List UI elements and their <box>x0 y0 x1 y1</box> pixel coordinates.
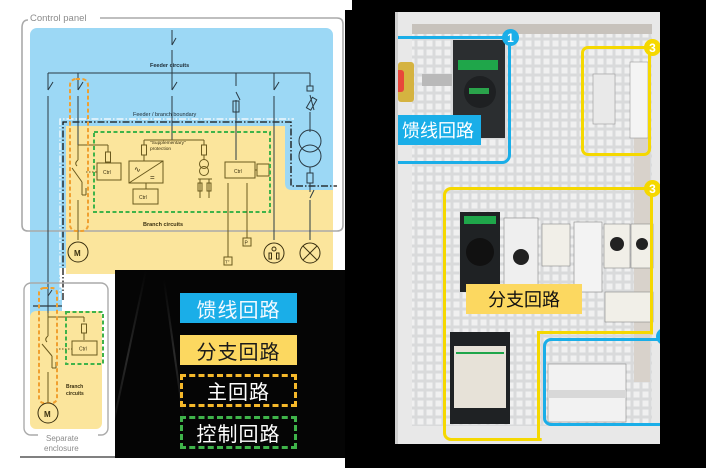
large-contactor-face <box>454 346 506 408</box>
callout-branch-step-vertical <box>537 331 540 441</box>
temperature-label: T° <box>225 260 230 265</box>
motor-breaker-knob <box>636 238 648 250</box>
handle-shaft <box>422 74 452 86</box>
temperature-sensor <box>223 256 233 266</box>
ctrl-box <box>71 340 98 356</box>
badge-number: 3 <box>649 40 656 55</box>
separate-branch-wiring <box>41 313 87 403</box>
circuit-schematic: Control panel Feeder circuits Feeder / b… <box>20 13 344 458</box>
motor-protector-knob <box>513 249 529 265</box>
callout-badge-2: 2 <box>656 328 660 345</box>
cabinet-drawing <box>398 12 660 444</box>
cabinet-photo: 1 馈线回路 3 3 分支回路 2 <box>352 0 706 468</box>
motor-label: M <box>74 249 81 258</box>
callout-branch-text: 分支回路 <box>488 290 560 311</box>
receptacle-symbol <box>263 242 285 264</box>
badge-number: 3 <box>649 181 656 196</box>
motor-symbol <box>37 402 59 424</box>
ctrl-label: Ctrl <box>103 170 111 176</box>
callout-branch-step <box>537 331 653 334</box>
motor-breaker-knob <box>610 237 624 251</box>
separate-enclosure-label: Separate <box>46 434 79 443</box>
legend-main-circuit: 主回路 <box>180 374 297 407</box>
top-cover <box>412 24 652 34</box>
vfd-dc-symbol: = <box>150 173 155 182</box>
vfd-ac-symbol: ∿ <box>134 165 141 174</box>
feeder-wiring <box>47 30 322 310</box>
callout-feeder-label: 馈线回路 <box>398 115 481 145</box>
mcb-rail <box>548 390 626 398</box>
motor-switch-terminals <box>464 216 496 224</box>
callout-badge-3-top: 3 <box>644 39 660 56</box>
separate-branch-label: Branch <box>66 384 83 390</box>
large-contactor-stripe <box>456 352 504 354</box>
separate-enclosure-label: enclosure <box>44 444 79 453</box>
pressure-label: P <box>245 241 249 247</box>
feeder-branch-boundary-white <box>59 118 294 300</box>
ctrl-box <box>224 161 256 179</box>
aux-box <box>256 163 270 177</box>
branch-circuits-label: Branch circuits <box>143 222 183 228</box>
feeder-circuits-label: Feeder circuits <box>150 63 189 69</box>
motor-switch-knob <box>466 238 494 266</box>
control-circuit-outline <box>93 131 271 213</box>
legend-branch: 分支回路 <box>180 335 297 365</box>
legend-control-circuit: 控制回路 <box>180 416 297 449</box>
breaker-2p <box>592 73 616 125</box>
legend-control-circuit-label: 控制回路 <box>196 422 281 446</box>
pressure-sensor <box>242 237 252 247</box>
background-streak <box>115 270 147 447</box>
legend-main-circuit-label: 主回路 <box>207 380 270 404</box>
callout-feeder-text: 馈线回路 <box>402 121 474 142</box>
separate-control-circuit-outline <box>65 311 104 365</box>
protection-label: protection <box>150 146 171 152</box>
cabinet-enclosure: 1 馈线回路 3 3 分支回路 2 <box>395 12 660 444</box>
ctrl-label: Ctrl <box>79 347 87 353</box>
divider-bar <box>345 10 352 468</box>
legend-feeder-label: 馈线回路 <box>196 297 281 322</box>
contactor-pair <box>604 291 654 323</box>
motor-label: M <box>44 410 51 419</box>
callout-distribution-outline <box>543 338 660 426</box>
legend-feeder: 馈线回路 <box>180 293 297 323</box>
main-circuit-outline <box>69 78 89 232</box>
legend-panel: 馈线回路 分支回路 主回路 控制回路 <box>115 270 346 458</box>
main-switch-terminals <box>458 60 498 70</box>
control-panel-frame <box>21 17 344 232</box>
motor-breaker <box>603 223 631 269</box>
callout-control-power-outline <box>581 46 651 156</box>
contactor-small <box>541 223 571 267</box>
motor-symbol <box>67 241 89 263</box>
separate-branch-label: circuits <box>66 391 84 397</box>
main-switch-badge <box>469 88 489 94</box>
ctrl-box <box>96 162 122 181</box>
control-panel-label: Control panel <box>30 13 87 24</box>
badge-number: 1 <box>507 30 514 45</box>
soft-starter <box>573 221 603 293</box>
supplementary-label: "Supplementary" <box>150 140 186 146</box>
branch-wiring <box>71 139 257 258</box>
callout-badge-3-bottom: 3 <box>644 180 660 197</box>
lamp-cross <box>268 245 318 261</box>
callout-branch-label: 分支回路 <box>466 284 582 314</box>
estop-button <box>398 70 404 92</box>
feeder-branch-boundary-label: Feeder / branch boundary <box>133 112 197 118</box>
vfd-diagonal <box>128 160 164 184</box>
feeder-branch-boundary <box>62 121 337 300</box>
callout-badge-1: 1 <box>502 29 519 46</box>
ctrl-box <box>132 188 159 205</box>
ctrl-label: Ctrl <box>234 169 242 175</box>
ctrl-label: Ctrl <box>139 195 147 201</box>
callout-feeder-outline <box>398 36 511 164</box>
legend-branch-label: 分支回路 <box>196 339 281 364</box>
